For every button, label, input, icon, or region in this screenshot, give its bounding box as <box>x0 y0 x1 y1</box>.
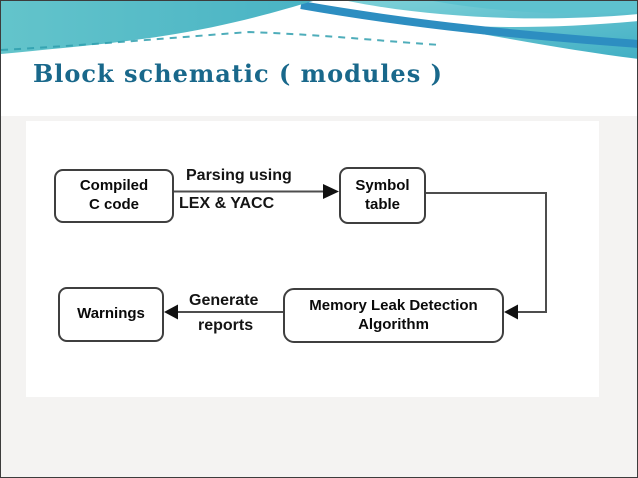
node-symbol-table: Symbol table <box>339 167 426 224</box>
node-warnings: Warnings <box>58 287 164 342</box>
edge-label-generate-line1: Generate <box>189 292 259 309</box>
diagram-panel <box>26 121 599 397</box>
node-label: Compiled <box>79 177 149 195</box>
node-label: table <box>364 195 400 213</box>
edge-label-parsing-line1: Parsing using <box>186 167 292 184</box>
node-label: Algorithm <box>358 315 429 333</box>
banner-wave-graphic <box>1 1 637 116</box>
node-compiled-c-code: Compiled C code <box>54 169 174 223</box>
node-label: Warnings <box>77 305 145 323</box>
node-label: C code <box>88 196 139 213</box>
edge-label-generate-line2: reports <box>198 317 254 334</box>
slide-title: Block schematic ( modules ) <box>33 59 443 88</box>
edge-label-parsing-line2: LEX & YACC <box>179 195 275 212</box>
node-label: Memory Leak Detection <box>309 296 478 314</box>
node-label: Symbol <box>355 176 410 194</box>
node-memory-leak-detection-algorithm: Memory Leak Detection Algorithm <box>283 288 504 343</box>
